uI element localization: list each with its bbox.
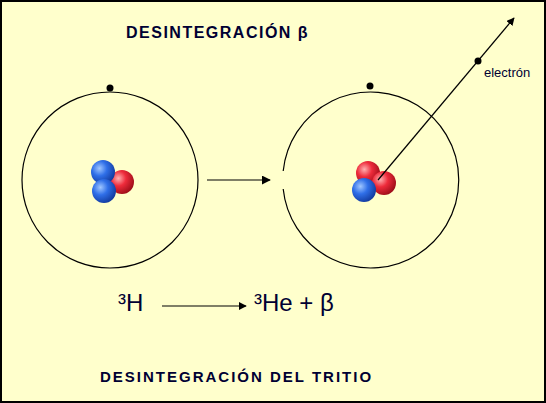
equation-products: ³He + β	[254, 289, 334, 317]
electron-orbit	[283, 92, 459, 268]
equation-reactant: ³H	[118, 289, 143, 317]
neutron	[92, 179, 116, 203]
diagram-caption: DESINTEGRACIÓN DEL TRITIO	[100, 368, 373, 385]
orbital-electron	[107, 85, 114, 92]
orbital-electron	[367, 83, 374, 90]
particle-label: electrón	[484, 66, 530, 81]
emitted-electron	[475, 58, 482, 65]
emission-path	[378, 18, 514, 180]
neutron	[352, 178, 376, 202]
transition-arrow	[207, 179, 270, 180]
electron-orbit	[22, 92, 198, 268]
reaction-arrow	[162, 305, 246, 306]
diagram-title: DESINTEGRACIÓN β	[126, 24, 309, 42]
